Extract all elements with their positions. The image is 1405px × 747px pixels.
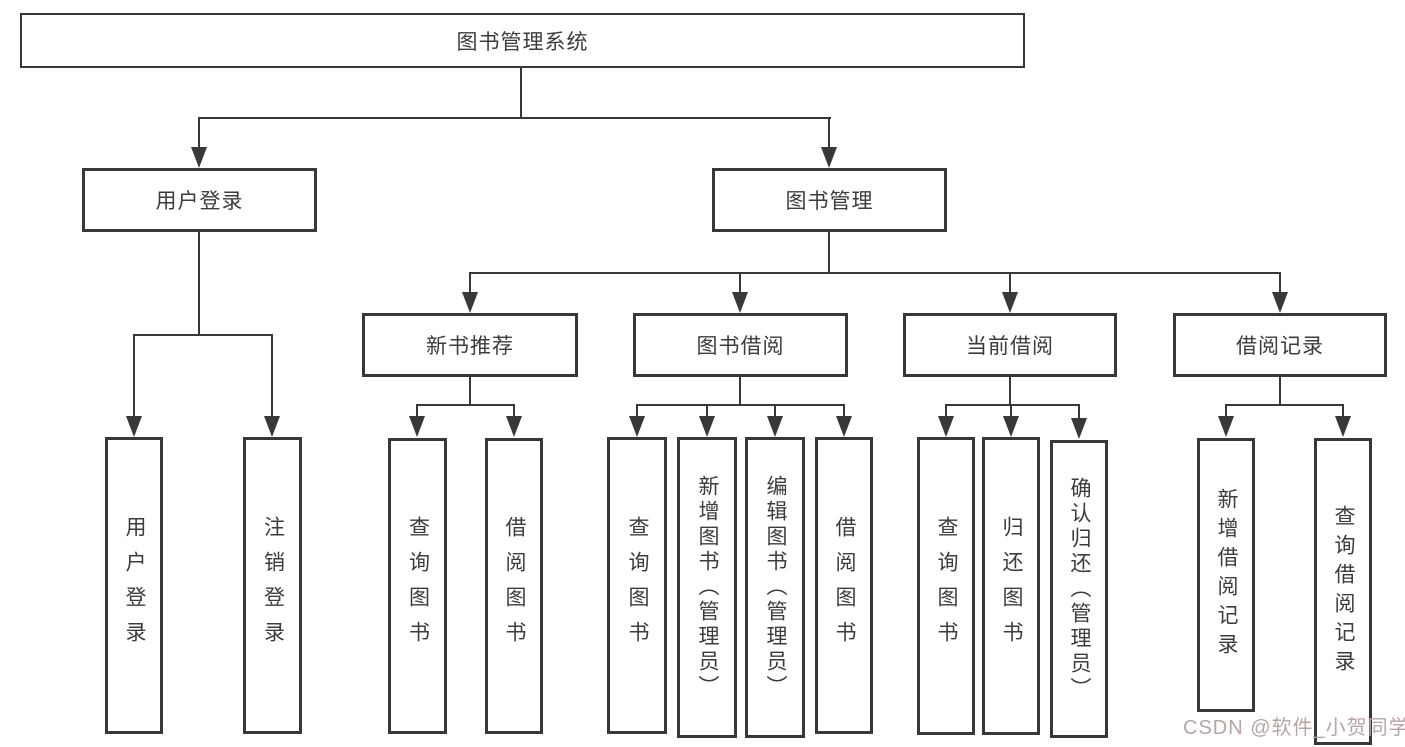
arrow-down-icon [126, 416, 142, 437]
arrow-down-icon [699, 416, 715, 437]
connector [945, 404, 1079, 406]
arrow-down-icon [506, 416, 522, 437]
node-label: 确认归还（管理员） [1068, 476, 1091, 702]
node-label: 图书借阅 [696, 335, 785, 358]
node-borrowing-records: 借阅记录 [1173, 313, 1387, 377]
connector [843, 404, 845, 418]
connector [1009, 377, 1011, 406]
arrow-down-icon [1071, 418, 1087, 439]
connector [469, 272, 1281, 274]
connector [1225, 404, 1343, 406]
node-new-book-recommend: 新书推荐 [362, 313, 578, 377]
leaf-confirm-return-admin: 确认归还（管理员） [1050, 440, 1108, 738]
leaf-return-books: 归还图书 [982, 437, 1040, 735]
node-label: 新书推荐 [426, 335, 514, 358]
connector [1279, 377, 1281, 406]
connector [416, 404, 418, 418]
arrow-down-icon [191, 147, 207, 168]
node-label: 新增借阅记录 [1215, 488, 1238, 662]
node-label: 图书管理系统 [456, 30, 589, 54]
node-book-borrowing: 图书借阅 [633, 313, 848, 377]
node-label: 当前借阅 [966, 335, 1054, 358]
node-label: 查询图书 [406, 516, 430, 656]
leaf-query-books-current: 查询图书 [917, 437, 975, 735]
arrow-down-icon [938, 416, 954, 437]
leaf-add-borrow-record: 新增借阅记录 [1197, 438, 1255, 712]
connector [133, 334, 273, 336]
arrow-down-icon [409, 416, 425, 437]
arrow-down-icon [767, 416, 783, 437]
node-label: 查询借阅记录 [1332, 504, 1355, 679]
leaf-logout: 注销登录 [243, 437, 302, 734]
connector [133, 334, 135, 419]
arrow-down-icon [1218, 416, 1234, 437]
node-book-management: 图书管理 [712, 168, 947, 232]
leaf-user-login: 用户登录 [105, 437, 163, 734]
node-label: 查询图书 [626, 515, 649, 656]
connector [828, 117, 830, 150]
connector [1279, 272, 1281, 294]
arrow-down-icon [1002, 292, 1018, 313]
leaf-add-books-admin: 新增图书（管理员） [677, 437, 737, 738]
node-label: 归还图书 [1000, 516, 1023, 656]
connector [636, 404, 638, 418]
arrow-down-icon [462, 292, 478, 313]
leaf-edit-books-admin: 编辑图书（管理员） [745, 437, 805, 738]
connector [198, 232, 200, 335]
connector [739, 377, 741, 406]
arrow-down-icon [1335, 416, 1351, 437]
node-label: 用户登录 [123, 515, 146, 656]
connector [706, 404, 708, 418]
leaf-query-books-recommend: 查询图书 [388, 438, 447, 734]
connector [469, 272, 471, 294]
connector [1342, 404, 1344, 418]
arrow-down-icon [836, 416, 852, 437]
node-root-library-system: 图书管理系统 [20, 13, 1025, 68]
connector [520, 68, 522, 118]
connector [469, 377, 471, 406]
connector [828, 232, 830, 274]
connector [271, 334, 273, 419]
arrow-down-icon [629, 416, 645, 437]
connector [739, 272, 741, 294]
connector [945, 404, 947, 418]
node-user-login: 用户登录 [82, 168, 317, 232]
connector [774, 404, 776, 418]
watermark: CSDN @软件_小贺同学 [1183, 717, 1405, 739]
node-label: 借阅图书 [503, 516, 526, 656]
node-label: 编辑图书（管理员） [764, 475, 787, 700]
arrow-down-icon [1003, 416, 1019, 437]
leaf-borrow-books-recommend: 借阅图书 [485, 438, 543, 734]
connector [198, 117, 200, 150]
node-label: 借阅记录 [1236, 335, 1324, 358]
node-current-borrowing: 当前借阅 [903, 313, 1117, 377]
node-label: 图书管理 [785, 190, 874, 213]
connector [636, 404, 844, 406]
arrow-down-icon [821, 147, 837, 168]
connector [1225, 404, 1227, 418]
arrow-down-icon [1272, 292, 1288, 313]
node-label: 新增图书（管理员） [696, 475, 719, 700]
connector [1010, 404, 1012, 418]
node-label: 查询图书 [935, 516, 958, 656]
connector [198, 117, 831, 119]
connector [1009, 272, 1011, 294]
connector [513, 404, 515, 418]
leaf-query-books-borrowing: 查询图书 [607, 437, 667, 734]
arrow-down-icon [732, 292, 748, 313]
arrow-down-icon [264, 416, 280, 437]
node-label: 注销登录 [261, 515, 285, 656]
connector [416, 404, 515, 406]
leaf-borrow-books: 借阅图书 [815, 437, 873, 734]
leaf-query-borrow-record: 查询借阅记录 [1314, 438, 1372, 745]
node-label: 借阅图书 [833, 515, 856, 656]
connector [1078, 404, 1080, 418]
node-label: 用户登录 [155, 190, 244, 213]
